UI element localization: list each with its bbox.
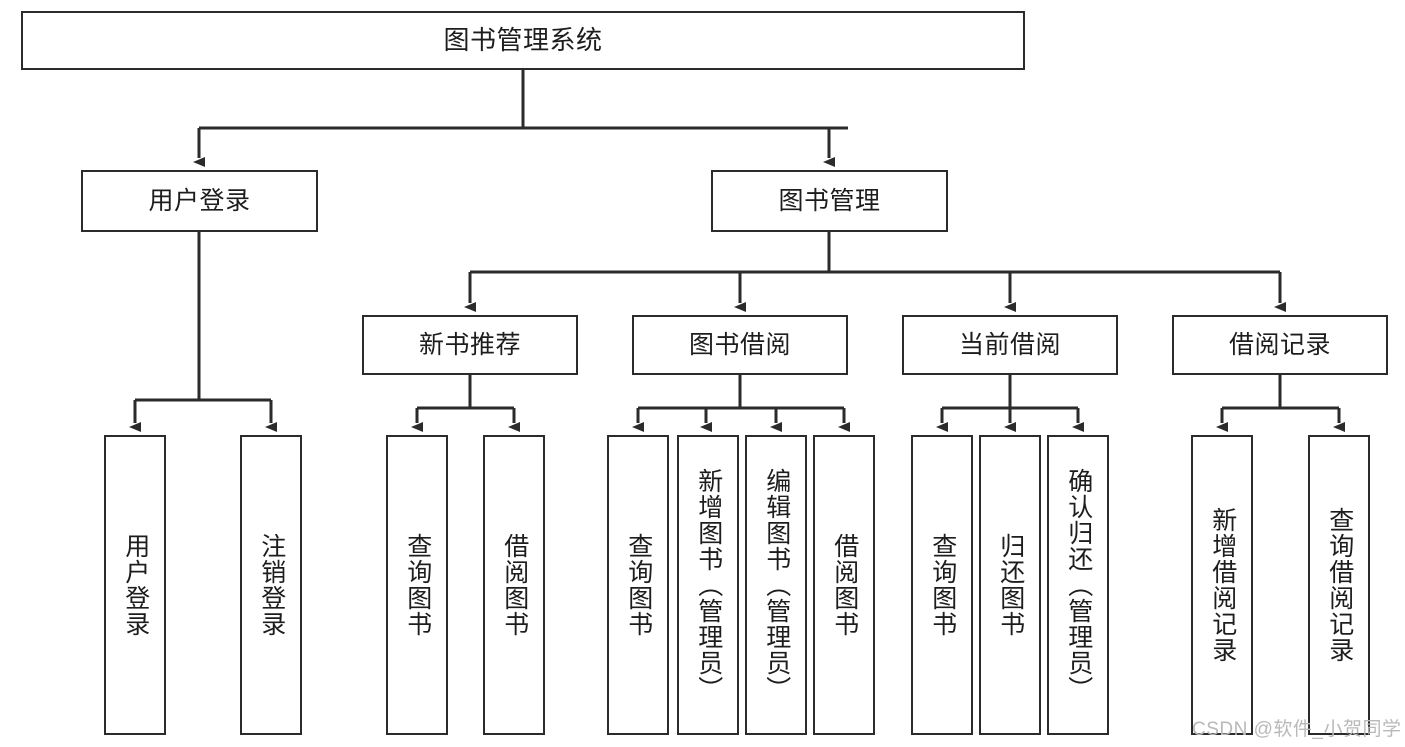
leaf-borrow-book-2[interactable]: 借阅图书	[813, 435, 875, 735]
leaf-borrow-book-1[interactable]: 借阅图书	[483, 435, 545, 735]
leaf-logout-login[interactable]: 注销登录	[240, 435, 302, 735]
node-label: 查询图书	[624, 533, 653, 637]
leaf-query-book-3[interactable]: 查询图书	[911, 435, 973, 735]
node-book-management[interactable]: 图书管理	[711, 170, 948, 232]
leaf-user-login[interactable]: 用户登录	[104, 435, 166, 735]
node-label: 借阅图书	[830, 533, 859, 637]
leaf-return-book[interactable]: 归还图书	[979, 435, 1041, 735]
node-borrow-record[interactable]: 借阅记录	[1172, 315, 1388, 375]
leaf-edit-book-admin[interactable]: 编辑图书（管理员）	[745, 435, 807, 735]
node-label: 当前借阅	[958, 330, 1061, 359]
node-label: 图书管理系统	[443, 25, 603, 56]
leaf-add-borrow-record[interactable]: 新增借阅记录	[1191, 435, 1253, 735]
node-label: 编辑图书（管理员）	[762, 468, 791, 702]
node-label: 查询图书	[928, 533, 957, 637]
node-label: 用户登录	[121, 533, 150, 637]
node-label: 注销登录	[257, 533, 286, 637]
node-new-book-recommend[interactable]: 新书推荐	[362, 315, 578, 375]
node-root-system[interactable]: 图书管理系统	[21, 11, 1025, 70]
node-label: 图书管理	[778, 186, 881, 215]
node-label: 新增图书（管理员）	[694, 468, 723, 702]
node-label: 图书借阅	[688, 330, 791, 359]
node-user-login[interactable]: 用户登录	[81, 170, 318, 232]
node-label: 用户登录	[148, 186, 251, 215]
node-label: 新书推荐	[418, 330, 521, 359]
leaf-query-book-1[interactable]: 查询图书	[386, 435, 448, 735]
node-label: 新增借阅记录	[1208, 507, 1237, 663]
node-label: 归还图书	[996, 533, 1025, 637]
node-book-borrow[interactable]: 图书借阅	[632, 315, 848, 375]
leaf-confirm-return-admin[interactable]: 确认归还（管理员）	[1047, 435, 1109, 735]
node-label: 查询借阅记录	[1325, 507, 1354, 663]
node-label: 借阅记录	[1228, 330, 1331, 359]
csdn-watermark: CSDN @软件_小贺同学	[1192, 719, 1402, 740]
node-label: 借阅图书	[500, 533, 529, 637]
leaf-add-book-admin[interactable]: 新增图书（管理员）	[677, 435, 739, 735]
node-label: 查询图书	[403, 533, 432, 637]
leaf-query-borrow-record[interactable]: 查询借阅记录	[1308, 435, 1370, 735]
node-label: 确认归还（管理员）	[1064, 468, 1093, 702]
leaf-query-book-2[interactable]: 查询图书	[607, 435, 669, 735]
node-current-borrow[interactable]: 当前借阅	[902, 315, 1118, 375]
